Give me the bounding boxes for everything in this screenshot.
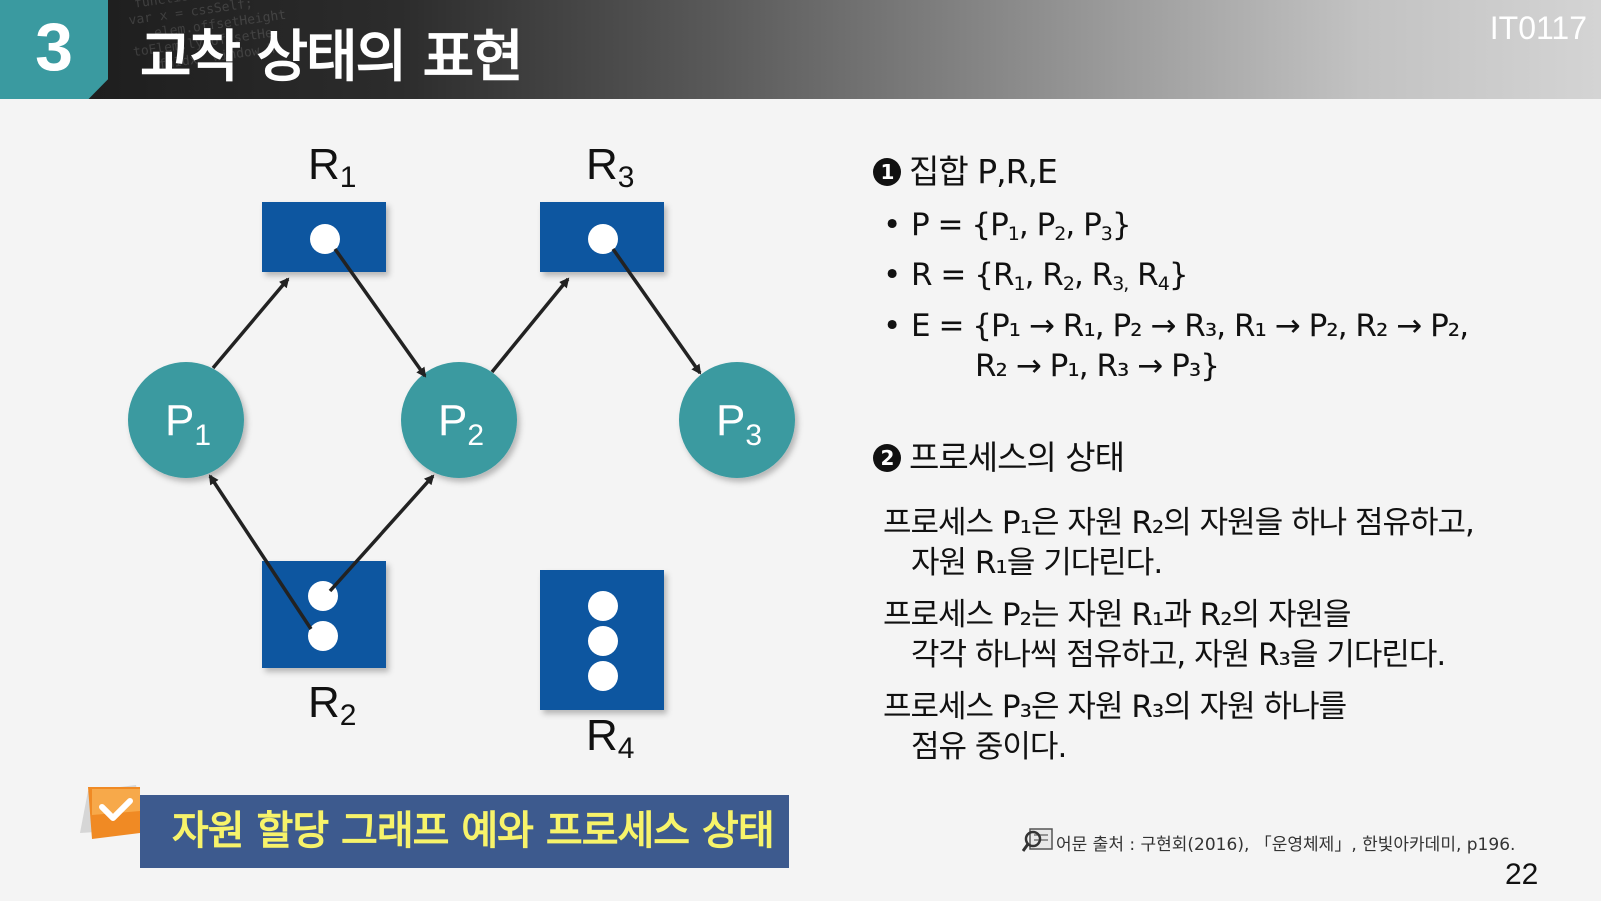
figure-caption: 자원 할당 그래프 예와 프로세스 상태 xyxy=(140,795,789,868)
resource-r2 xyxy=(262,561,386,668)
graph-canvas xyxy=(128,202,795,710)
r3-instance-dot xyxy=(588,224,618,254)
slide-title: 교착 상태의 표현 xyxy=(140,25,524,90)
slide-header: function(e){ var x = cssSelf; elem.offse… xyxy=(0,0,1601,99)
edge-r1-p2 xyxy=(333,247,427,378)
resource-allocation-graph: R1 R3 R2 R4 P1 P2 P3 xyxy=(0,99,820,799)
book-magnifier-icon xyxy=(1022,828,1053,852)
section-number: 3 xyxy=(35,9,73,85)
label-r1: R1 xyxy=(308,140,357,194)
resource-r1 xyxy=(262,202,386,272)
r2-instance-dot xyxy=(308,621,338,651)
bullet-p2-state: 프로세스 P₂는 자원 R₁과 R₂의 자원을 xyxy=(883,597,1352,633)
process-p1 xyxy=(128,362,244,478)
page-number: 22 xyxy=(1505,858,1539,891)
checkmark-ribbon-icon xyxy=(80,785,144,839)
bullet-p3-state-continued: 점유 중이다. xyxy=(911,729,1067,765)
bullet-p-set: •P = {P1, P2, P3} xyxy=(883,207,1132,245)
source-citation: 어문 출처 : 구현회(2016), 「운영체제」, 한빛아카데미, p196. xyxy=(1056,835,1516,855)
section-number-badge: 3 xyxy=(0,0,108,99)
edge-r3-p3 xyxy=(611,247,702,375)
label-p3: P3 xyxy=(716,396,763,452)
edge-p2-r3 xyxy=(490,277,570,374)
r4-instance-dot xyxy=(588,591,618,621)
edge-r2-p1 xyxy=(208,474,313,630)
r4-instance-dot xyxy=(588,626,618,656)
edge-r2-p2 xyxy=(328,474,435,593)
label-r2: R2 xyxy=(308,678,357,732)
bullet-e-set-continued: R₂ → P₁, R₃ → P₃} xyxy=(975,348,1220,384)
bullet-p2-state-continued: 각각 하나씩 점유하고, 자원 R₃을 기다린다. xyxy=(911,637,1446,673)
edge-p1-r1 xyxy=(211,277,290,370)
bullet-r-set: •R = {R1, R2, R3, R4} xyxy=(883,257,1189,295)
bullet-p1-state: 프로세스 P₁은 자원 R₂의 자원을 하나 점유하고, xyxy=(883,505,1475,541)
r4-instance-dot xyxy=(588,661,618,691)
label-r3: R3 xyxy=(586,140,635,194)
process-p3 xyxy=(679,362,795,478)
bullet-p1-state-continued: 자원 R₁을 기다린다. xyxy=(911,545,1163,581)
r1-instance-dot xyxy=(310,224,340,254)
label-p1: P1 xyxy=(165,396,212,452)
label-p2: P2 xyxy=(438,396,485,452)
resource-r3 xyxy=(540,202,664,272)
resource-r4 xyxy=(540,570,664,710)
number-one-icon: 1 xyxy=(873,158,901,186)
bullet-p3-state: 프로세스 P₃은 자원 R₃의 자원 하나를 xyxy=(883,689,1347,725)
course-code: IT0117 xyxy=(1489,10,1587,46)
process-p2 xyxy=(401,362,517,478)
bullet-e-set: •E = {P₁ → R₁, P₂ → R₃, R₁ → P₂, R₂ → P₂… xyxy=(883,308,1469,344)
number-two-icon: 2 xyxy=(873,444,901,472)
label-r4: R4 xyxy=(586,711,635,765)
